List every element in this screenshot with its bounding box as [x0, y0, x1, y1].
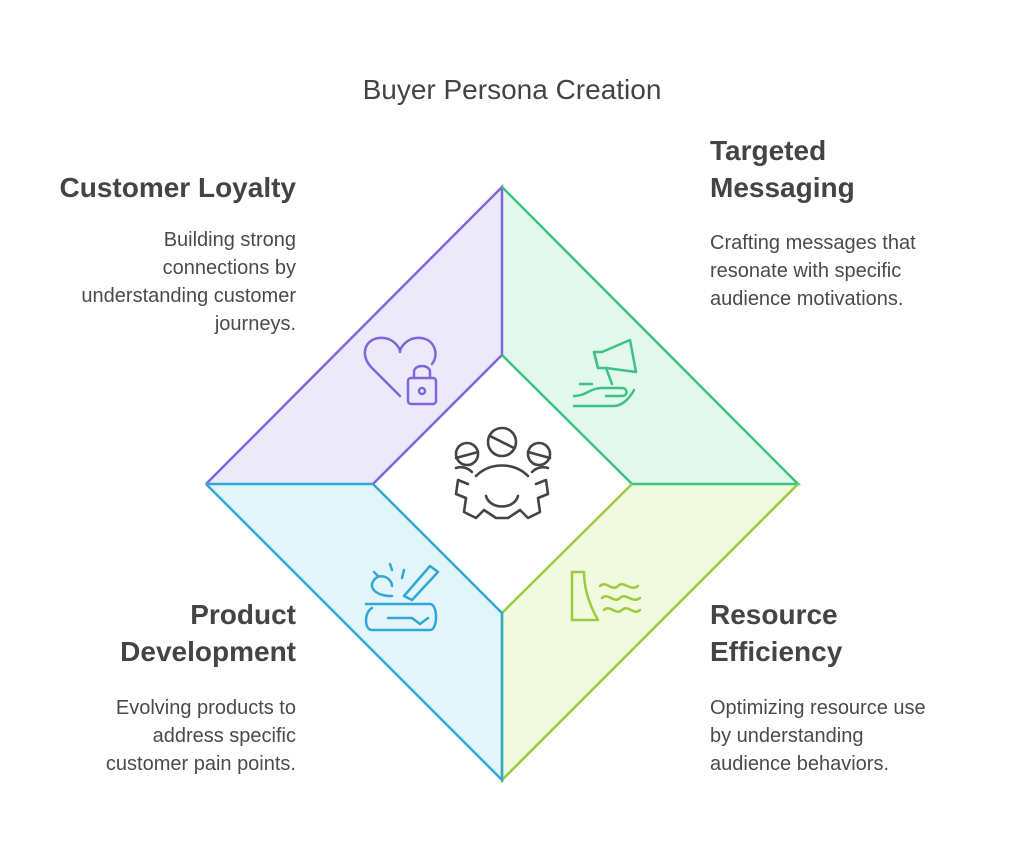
loyalty-desc-line: journeys. [214, 313, 296, 335]
heart-lock-icon [363, 336, 438, 406]
messaging-heading-line: Targeted [710, 135, 827, 166]
messaging-desc-line: resonate with specific [710, 260, 902, 282]
efficiency-desc-line: Optimizing resource use [710, 697, 926, 719]
quadrant-loyalty-outline [205, 183, 504, 485]
efficiency-desc-line: by understanding [710, 725, 864, 747]
team-gear-icon [454, 426, 552, 520]
loyalty-description: Building strong connections by understan… [20, 226, 296, 338]
loyalty-desc-line: understanding customer [81, 285, 296, 307]
loyalty-heading: Customer Loyalty [20, 169, 297, 206]
development-heading-line: Product [190, 599, 296, 630]
development-heading-line: Development [120, 636, 296, 667]
development-desc-line: customer pain points. [105, 753, 296, 775]
efficiency-description: Optimizing resource use by understanding… [710, 694, 1010, 778]
messaging-heading: Targeted Messaging [710, 132, 1000, 206]
diagram-title: Buyer Persona Creation [362, 74, 662, 105]
efficiency-heading-line: Efficiency [710, 636, 843, 667]
quadrant-development-outline [205, 482, 504, 784]
efficiency-desc-line: audience behaviors. [710, 753, 890, 775]
megaphone-hand-icon [572, 338, 638, 408]
efficiency-heading: Resource Efficiency [710, 596, 1000, 670]
development-description: Evolving products to address specific cu… [20, 694, 296, 778]
messaging-desc-line: Crafting messages that [710, 232, 916, 254]
development-desc-line: Evolving products to [115, 697, 296, 719]
loyalty-desc-line: Building strong [163, 229, 296, 251]
development-desc-line: address specific [152, 725, 296, 747]
messaging-heading-line: Messaging [710, 172, 855, 203]
loyalty-heading-text: Customer Loyalty [59, 172, 297, 203]
loyalty-desc-line: connections by [162, 257, 296, 279]
efficiency-heading-line: Resource [710, 599, 838, 630]
messaging-description: Crafting messages that resonate with spe… [710, 229, 1010, 313]
messaging-desc-line: audience motivations. [710, 288, 904, 310]
hand-tool-icon [364, 562, 440, 632]
dam-water-icon [570, 570, 642, 622]
development-heading: Product Development [20, 596, 296, 670]
quadrant-messaging-outline [501, 186, 802, 486]
